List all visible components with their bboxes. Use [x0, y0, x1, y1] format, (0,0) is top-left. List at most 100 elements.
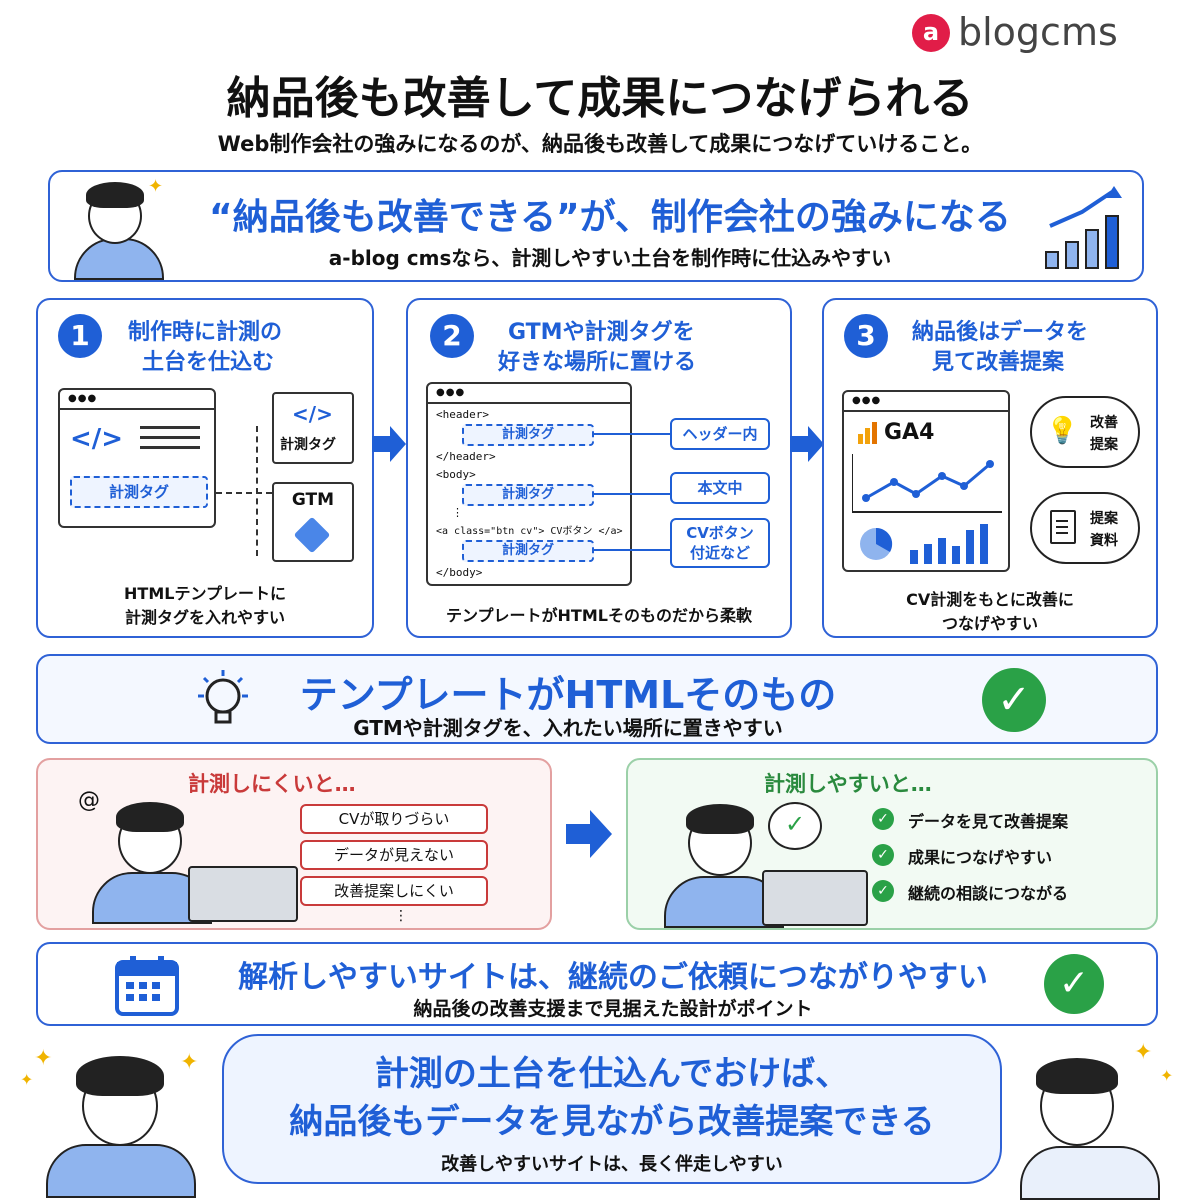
arrow-right-icon: [566, 810, 612, 858]
check-bubble: ✓: [768, 802, 822, 850]
code-header-open: <header>: [436, 408, 489, 421]
bubble-text-2b: 資料: [1090, 533, 1118, 549]
suggestion-bubble: 💡 改善 提案: [1030, 396, 1140, 468]
gtm-diamond-icon: [293, 516, 331, 554]
tag-file: </> 計測タグ: [272, 392, 354, 464]
step-title-3-line1: 納品後はデータを: [912, 320, 1089, 345]
step-caption-3-line1: CV計測をもとに改善に: [906, 590, 1074, 609]
ga4-label: GA4: [884, 420, 935, 445]
code-window: ●●● <header> 計測タグ </header> <body> 計測タグ …: [426, 382, 632, 586]
ga4-bars-icon: [858, 422, 877, 444]
step-number-1: 1: [58, 314, 102, 358]
code-anchor: <a class="btn cv"> CVボタン </a>: [436, 526, 623, 537]
continuity-banner: 解析しやすいサイトは、継続のご依頼につながりやすい 納品後の改善支援まで見据えた…: [36, 942, 1158, 1026]
line-chart-icon: [852, 454, 1002, 513]
easy-title: 計測しやすいと…: [764, 772, 932, 796]
code-body-close: </body>: [436, 566, 483, 579]
browser-window: ●●● </> 計測タグ: [58, 388, 216, 528]
analytics-window: ●●● GA4: [842, 390, 1010, 572]
file-label: 計測タグ: [280, 437, 336, 453]
easy-to-measure-panel: 計測しやすいと… ✓ ✓ データを見て改善提案 ✓ 成果につなげやすい ✓ 継続…: [626, 758, 1158, 930]
code-body-open: <body>: [436, 468, 476, 481]
page-subtitle: Web制作会社の強みになるのが、納品後も改善して成果につなげていけること。: [217, 132, 983, 156]
hero-panel: ✦ “納品後も改善できる”が、制作会社の強みになる a-blog cmsなら、計…: [48, 170, 1144, 282]
hero-subline: a-blog cmsなら、計測しやすい土台を制作時に仕込みやすい: [328, 246, 892, 270]
step-title-2-line1: GTMや計測タグを: [508, 320, 695, 345]
tag-slot-body: 計測タグ: [462, 484, 594, 506]
page-title: 納品後も改善して成果につなげられる: [226, 73, 974, 124]
arrow-right-icon: [372, 426, 406, 462]
issue-bubble-2: データが見えない: [300, 840, 488, 870]
check-icon: ✓: [872, 880, 894, 902]
bar-chart-icon: [1045, 186, 1122, 269]
logo-mark-icon: a: [912, 14, 950, 52]
measurement-tag-slot: 計測タグ: [70, 476, 208, 508]
footer-person-left: ✦ ✦ ✦: [20, 1036, 220, 1198]
code-dots: ⋮: [452, 506, 463, 519]
footer-person-right: ✦ ✦: [1010, 1036, 1190, 1200]
location-label-cv-line1: CVボタン: [686, 524, 754, 542]
hard-title: 計測しにくいと…: [188, 772, 356, 796]
footer-callout: 計測の土台を仕込んでおけば、 納品後もデータを見ながら改善提案できる 改善しやす…: [222, 1034, 1002, 1184]
bubble-text-2a: 提案: [1090, 511, 1118, 527]
check-icon: ✓: [872, 844, 894, 866]
code-header-close: </header>: [436, 450, 496, 463]
bubble-text-1b: 提案: [1090, 437, 1118, 453]
template-banner-headline: テンプレートがHTMLそのもの: [299, 673, 837, 717]
bubble-text-1a: 改善: [1090, 415, 1118, 431]
check-icon: ✓: [1044, 954, 1104, 1014]
step-title-1-line1: 制作時に計測の: [128, 320, 283, 345]
laptop: [188, 866, 298, 922]
calendar-icon: [115, 956, 179, 1016]
step-title-1-line2: 土台を仕込む: [142, 350, 275, 375]
step-caption-1-line2: 計測タグを入れやすい: [124, 608, 285, 627]
step-panel-1: 1 制作時に計測の 土台を仕込む ●●● </> 計測タグ </> 計測タグ G…: [36, 298, 374, 638]
issue-more: ⋮: [394, 908, 408, 924]
issue-bubble-3: 改善提案しにくい: [300, 876, 488, 906]
issue-bubble-1: CVが取りづらい: [300, 804, 488, 834]
worried-person-illustration: @: [78, 784, 298, 924]
logo-text: blogcms: [958, 10, 1118, 54]
template-banner: テンプレートがHTMLそのもの GTMや計測タグを、入れたい場所に置きやすい ✓: [36, 654, 1158, 744]
check-icon: ✓: [872, 808, 894, 830]
check-icon: ✓: [982, 668, 1046, 732]
step-caption-2: テンプレートがHTMLそのものだから柔軟: [446, 606, 752, 625]
footer-line1: 計測の土台を仕込んでおけば、: [374, 1054, 850, 1094]
footer-subline: 改善しやすいサイトは、長く伴走しやすい: [441, 1154, 783, 1175]
location-label-header: ヘッダー内: [670, 418, 770, 450]
hero-headline: “納品後も改善できる”が、制作会社の強みになる: [209, 197, 1011, 238]
lightbulb-icon: [198, 670, 248, 724]
gtm-card: GTM: [272, 482, 354, 562]
step-caption-3-line2: つなげやすい: [941, 614, 1038, 633]
benefit-item-1: データを見て改善提案: [908, 812, 1069, 831]
step-panel-2: 2 GTMや計測タグを 好きな場所に置ける ●●● <header> 計測タグ …: [406, 298, 792, 638]
benefit-item-3: 継続の相談につながる: [908, 884, 1069, 903]
pie-chart-icon: [860, 527, 893, 560]
step-title-2-line2: 好きな場所に置ける: [498, 350, 697, 375]
hard-to-measure-panel: 計測しにくいと… @ CVが取りづらい データが見えない 改善提案しにくい ⋮: [36, 758, 552, 930]
step-title-3-line2: 見て改善提案: [932, 350, 1065, 375]
step-panel-3: 3 納品後はデータを 見て改善提案 ●●● GA4 💡 改善 提案: [822, 298, 1158, 638]
laptop: [762, 870, 868, 926]
tag-slot-header: 計測タグ: [462, 424, 594, 446]
continuity-subline: 納品後の改善支援まで見据えた設計がポイント: [413, 998, 813, 1020]
step-number-3: 3: [844, 314, 888, 358]
footer-line2: 納品後もデータを見ながら改善提案できる: [289, 1102, 935, 1142]
template-banner-subline: GTMや計測タグを、入れたい場所に置きやすい: [353, 716, 783, 740]
lightbulb-icon: 💡: [1046, 416, 1079, 446]
continuity-headline: 解析しやすいサイトは、継続のご依頼につながりやすい: [238, 960, 988, 995]
step-caption-1-line1: HTMLテンプレートに: [124, 584, 286, 603]
location-label-cv-line2: 付近など: [689, 544, 750, 562]
mini-bar-chart-icon: [910, 524, 988, 564]
happy-person-illustration: ✓: [658, 784, 868, 928]
benefit-item-2: 成果につなげやすい: [908, 848, 1053, 867]
step-number-2: 2: [430, 314, 474, 358]
location-label-cv: CVボタン 付近など: [670, 518, 770, 568]
location-label-body: 本文中: [670, 472, 770, 504]
code-icon: </>: [70, 424, 124, 454]
tag-slot-cv: 計測タグ: [462, 540, 594, 562]
gtm-label: GTM: [291, 490, 335, 510]
arrow-right-icon: [790, 426, 824, 462]
document-icon: [1050, 510, 1076, 544]
document-bubble: 提案 資料: [1030, 492, 1140, 564]
